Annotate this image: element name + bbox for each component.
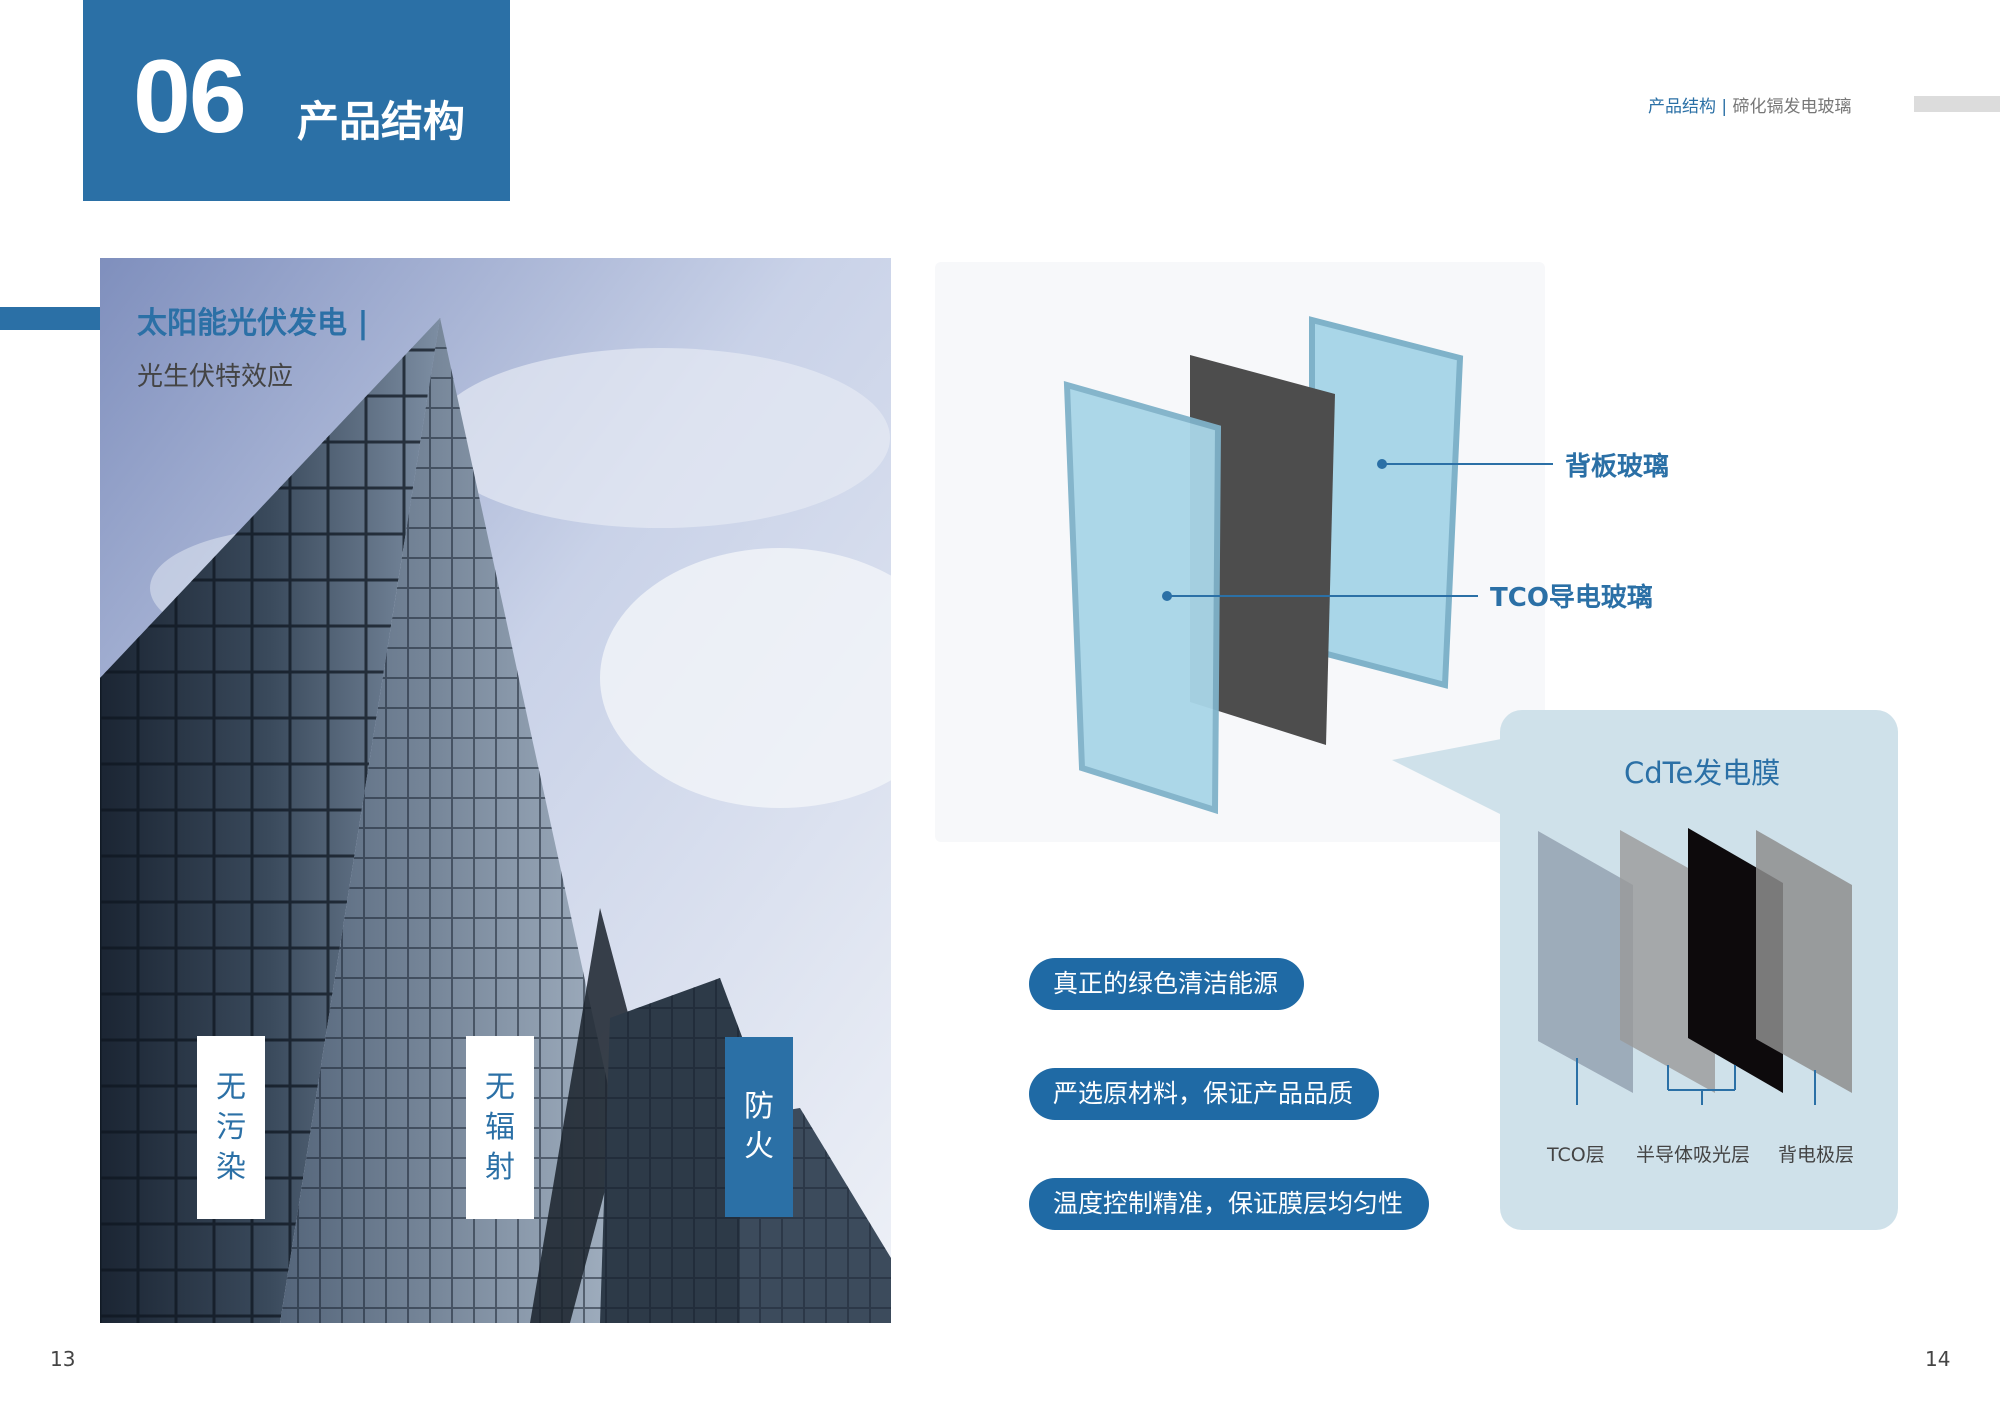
tag-no-radiation: 无辐射: [466, 1036, 534, 1219]
cdte-layer-label-tco: TCO层: [1547, 1144, 1605, 1166]
feature-clean-energy: 真正的绿色清洁能源: [1029, 958, 1305, 1010]
page-number-right: 14: [1925, 1347, 1951, 1371]
cdte-layer-label-back-electrode: 背电极层: [1778, 1144, 1855, 1166]
cdte-panel-pointer: [1392, 735, 1522, 825]
page-number-left: 13: [50, 1347, 76, 1371]
cdte-title: CdTe发电膜: [1624, 756, 1781, 790]
back-glass-label: 背板玻璃: [1565, 452, 1670, 482]
left-accent-bar: [0, 307, 102, 330]
section-title: 产品结构: [297, 97, 466, 146]
tag-fireproof: 防火: [725, 1037, 793, 1217]
tco-layer: [1538, 831, 1633, 1093]
tag-label: 无辐射: [485, 1069, 515, 1185]
back-glass-line: [1383, 463, 1553, 465]
building-photo-image: [100, 258, 891, 1323]
cdte-layer-label-semiconductor: 半导体吸光层: [1636, 1144, 1751, 1166]
breadcrumb: 产品结构 | 碲化镉发电玻璃: [1648, 92, 1852, 117]
photo-title: 太阳能光伏发电 |: [137, 306, 369, 341]
feature-temperature-control: 温度控制精准，保证膜层均匀性: [1029, 1178, 1430, 1230]
section-number: 06: [133, 39, 247, 155]
back-electrode-layer: [1756, 830, 1852, 1093]
tco-glass-dot: [1162, 591, 1172, 601]
glass-layer-diagram: [1063, 316, 1464, 815]
tco-glass-label: TCO导电玻璃: [1490, 583, 1653, 613]
tag-no-pollution: 无污染: [197, 1036, 265, 1219]
tag-label: 防火: [744, 1089, 774, 1164]
building-photo: [100, 258, 891, 1323]
breadcrumb-decor-bar: [1914, 96, 2000, 112]
back-glass-panel: [1309, 316, 1464, 689]
back-glass-dot: [1377, 459, 1387, 469]
section-header-block: [83, 0, 510, 201]
cdte-film-panel: [1190, 355, 1335, 745]
cdte-layer-diagram: [1538, 828, 1852, 1105]
breadcrumb-product: 碲化镉发电玻璃: [1732, 97, 1852, 117]
photo-subtitle: 光生伏特效应: [137, 362, 294, 392]
tag-label: 无污染: [216, 1069, 246, 1185]
feature-raw-materials: 严选原材料，保证产品品质: [1029, 1068, 1380, 1120]
tco-glass-panel: [1063, 380, 1222, 815]
breadcrumb-separator: |: [1716, 97, 1733, 117]
breadcrumb-section: 产品结构: [1648, 97, 1716, 117]
tco-glass-line: [1168, 595, 1478, 597]
